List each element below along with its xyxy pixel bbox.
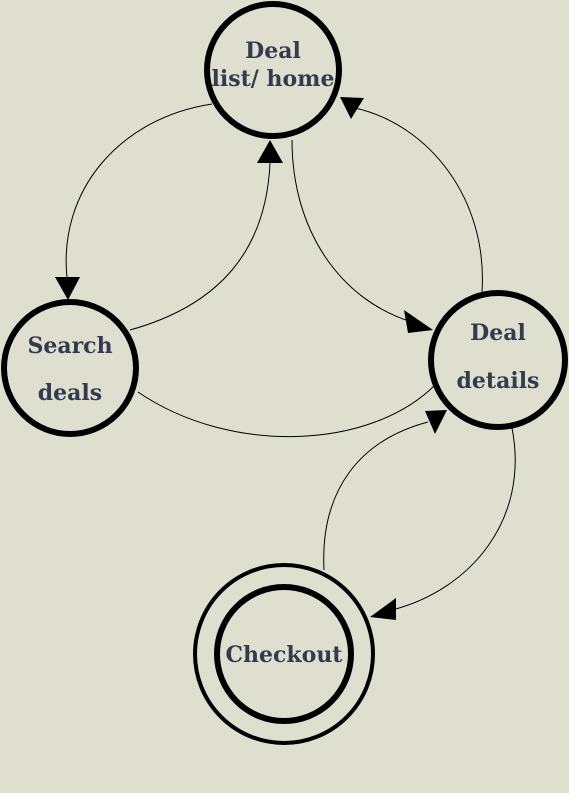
arrowhead-home-to-search xyxy=(55,277,80,300)
edge-details-to-home xyxy=(354,107,483,293)
arrowhead-home-to-details xyxy=(404,310,433,333)
node-label-line-1: Deal xyxy=(245,38,301,64)
node-label-line-1: Deal xyxy=(470,320,526,346)
edge-details-to-checkout xyxy=(391,427,516,611)
node-label-line-2: list/ home xyxy=(212,66,335,92)
edge-home-to-details xyxy=(291,139,413,323)
node-label-line-2: deals xyxy=(38,380,102,406)
node-label-line-1: Checkout xyxy=(226,642,344,668)
node-ring xyxy=(204,1,342,139)
node-deal-details: Deal details xyxy=(428,290,568,430)
node-label-line-2: details xyxy=(457,368,540,394)
arrowhead-details-to-home xyxy=(340,97,364,119)
edge-search-to-home xyxy=(129,162,271,331)
node-inner-ring xyxy=(214,584,354,724)
edges xyxy=(55,97,516,620)
node-ring xyxy=(428,290,568,430)
edge-home-to-search xyxy=(65,103,213,279)
node-checkout: Checkout xyxy=(193,563,375,745)
arrowhead-details-to-checkout xyxy=(370,598,396,620)
node-search-deals: Search deals xyxy=(1,299,139,437)
arrowhead-checkout-to-details xyxy=(425,410,447,434)
edge-search-to-details xyxy=(137,384,436,438)
node-deal-list-home: Deal list/ home xyxy=(204,1,342,139)
node-ring xyxy=(1,299,139,437)
arrowhead-search-to-home xyxy=(257,140,283,163)
node-label-line-1: Search xyxy=(27,333,112,359)
edge-checkout-to-details xyxy=(323,421,429,571)
